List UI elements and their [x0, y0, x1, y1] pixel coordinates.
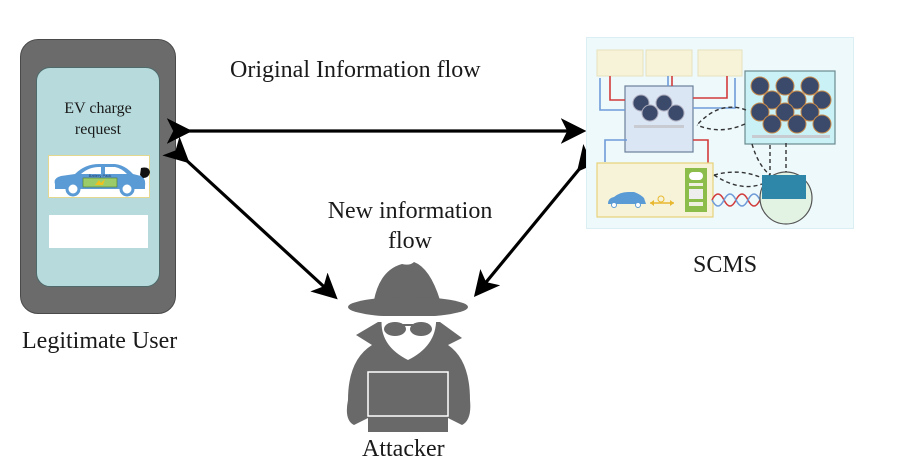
new-flow-label-line1: New information [327, 198, 493, 224]
scms-top-box [697, 49, 743, 77]
legitimate-user-label: Legitimate User [22, 328, 178, 354]
scms-label: SCMS [693, 252, 758, 278]
electric-car-icon: Battery Pack [54, 164, 150, 197]
ev-charge-request-text: EV charge request [36, 98, 160, 140]
ev-text-line1: EV charge [64, 100, 132, 117]
original-flow-label: Original Information flow [230, 57, 481, 83]
attacker-scms-arrow [473, 144, 604, 297]
phone-input-field [49, 215, 148, 248]
user-attacker-arrow [162, 136, 338, 300]
new-flow-label: New information flow [290, 196, 530, 256]
attacker-label: Attacker [362, 436, 445, 462]
scms-top-box [645, 49, 693, 77]
ev-text-line2: request [74, 121, 122, 138]
scms-top-box [596, 49, 644, 77]
small-car-icon [608, 192, 646, 208]
battery-pack-label: Battery Pack [89, 173, 112, 178]
server-cluster-box [624, 85, 694, 153]
laptop-icon [367, 371, 449, 417]
ev-car-card: Battery Pack [48, 155, 150, 198]
new-flow-label-line2: flow [388, 228, 432, 254]
